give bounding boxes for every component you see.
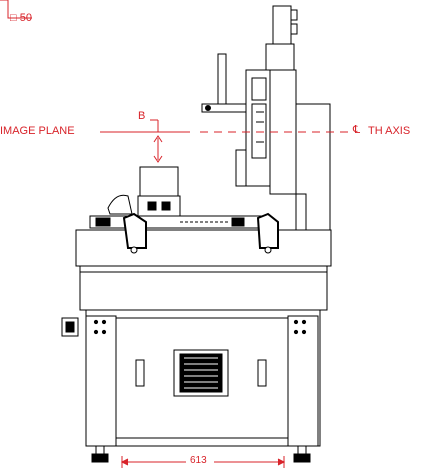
square-size-label: □ 50 bbox=[10, 12, 32, 24]
width-dimension-label: 613 bbox=[190, 455, 207, 466]
leveling-feet bbox=[91, 445, 311, 463]
column-assembly bbox=[201, 5, 331, 237]
centerline-symbol: ℄ bbox=[353, 124, 361, 136]
corner-bracket bbox=[0, 0, 32, 19]
annotation-lines bbox=[100, 119, 350, 468]
th-axis-label: TH AXIS bbox=[368, 125, 411, 137]
reference-b-label: B bbox=[138, 110, 146, 122]
base-cabinet bbox=[61, 265, 328, 447]
table-top bbox=[75, 212, 332, 267]
image-plane-label: IMAGE PLANE bbox=[0, 125, 75, 137]
